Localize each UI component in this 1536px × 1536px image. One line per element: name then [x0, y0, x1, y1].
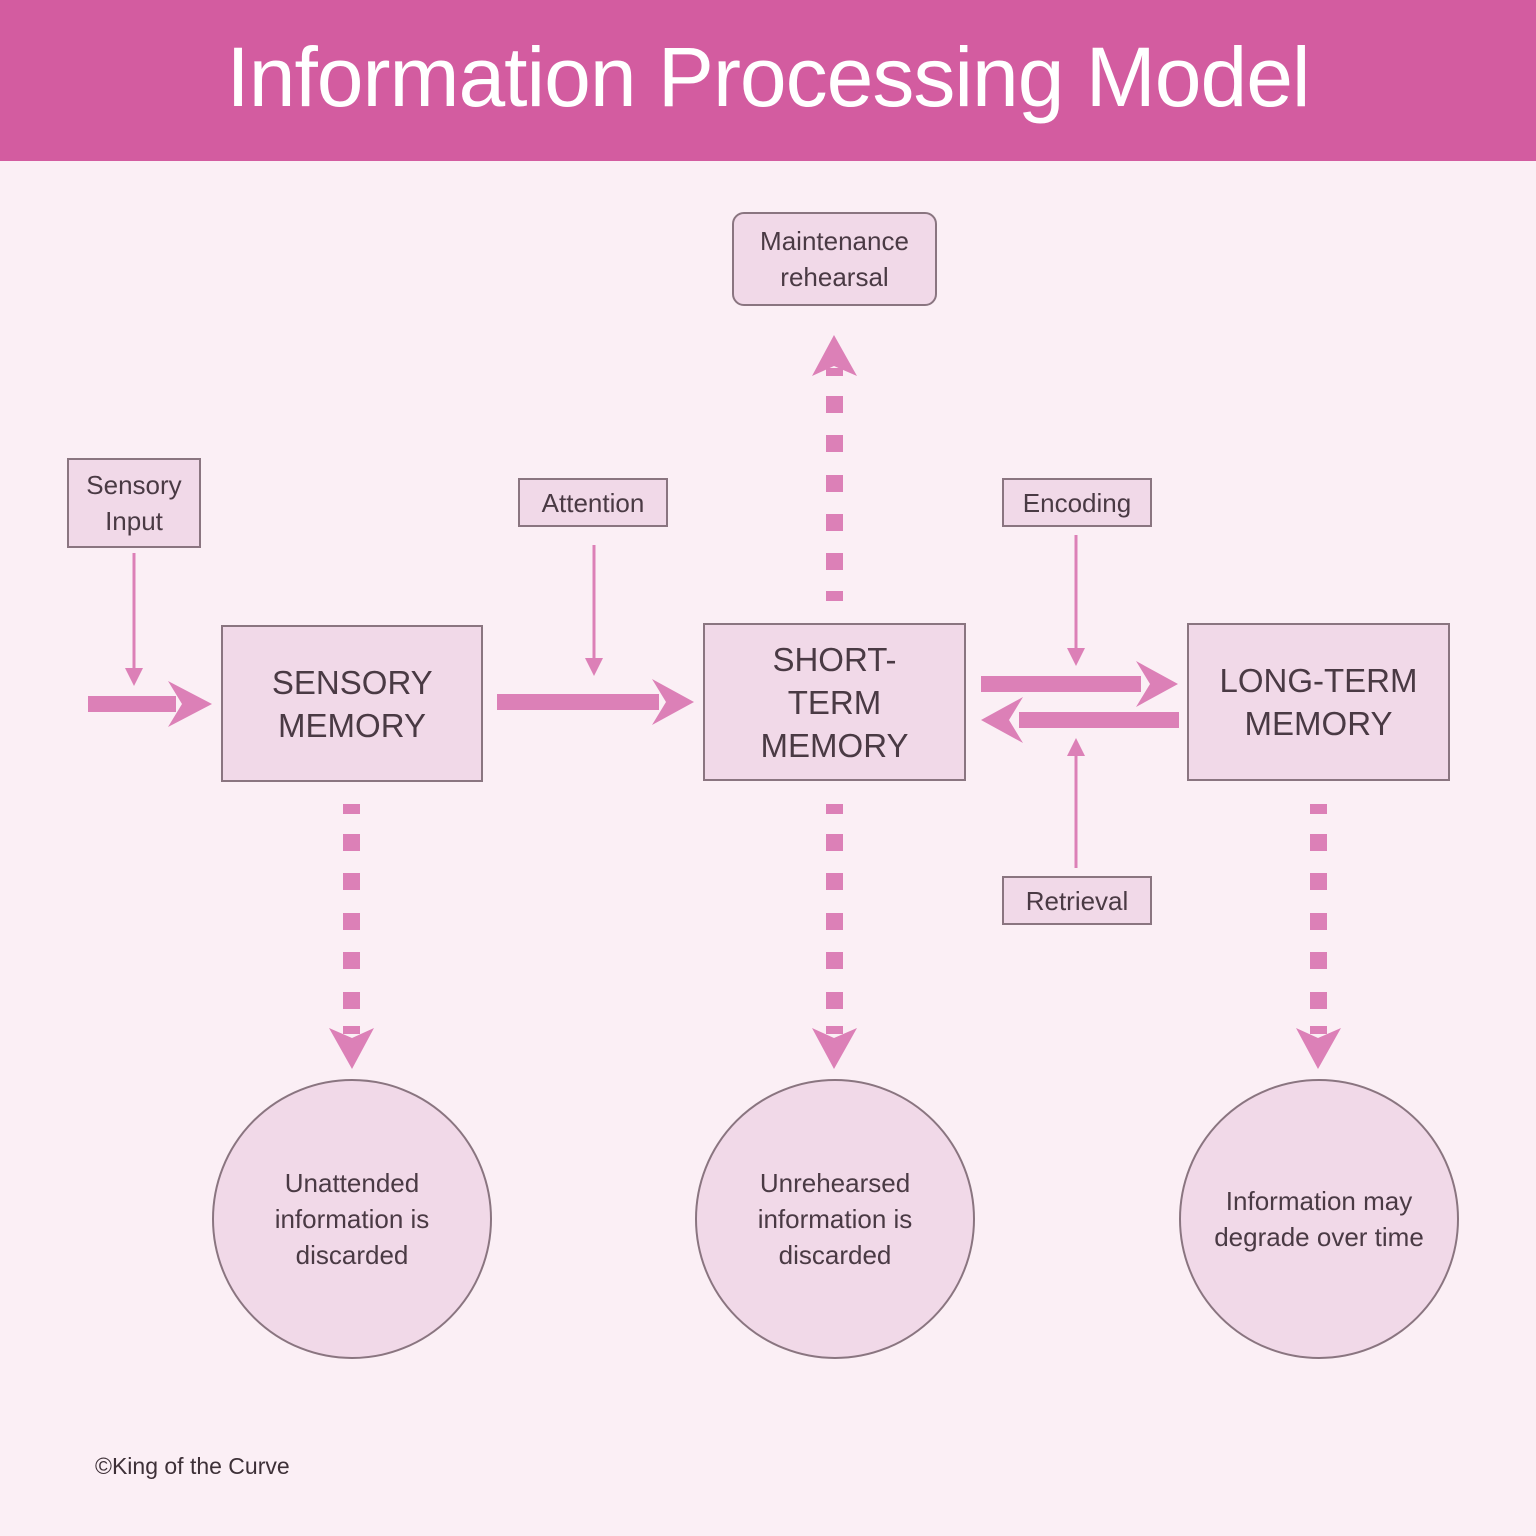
sensory-decay-dash [343, 873, 360, 890]
long-term-decay-dash [1310, 1026, 1327, 1034]
long-term-outcome-circle: Information may degrade over time [1179, 1079, 1459, 1359]
sensory-memory-box: SENSORY MEMORY [221, 625, 483, 782]
long-term-decay-arrow-head [1296, 1028, 1341, 1069]
encoding-pointer-head [1067, 648, 1085, 666]
maintenance-rehearsal-label: Maintenance rehearsal [732, 212, 937, 306]
short-term-decay-dash [826, 804, 843, 814]
encoding-label: Encoding [1002, 478, 1152, 527]
short-term-decay-arrow-head [812, 1028, 857, 1069]
transfer-arrow-shaft [497, 694, 659, 710]
rehearsal-dash [826, 553, 843, 570]
rehearsal-dash [826, 368, 843, 376]
sensory-decay-dash [343, 913, 360, 930]
rehearsal-dash [826, 435, 843, 452]
long-term-decay-dash [1310, 873, 1327, 890]
rehearsal-dash [826, 396, 843, 413]
long-term-decay-dash [1310, 952, 1327, 969]
attention-pointer-head [585, 658, 603, 676]
sensory-decay-dash [343, 804, 360, 814]
long-term-decay-dash [1310, 834, 1327, 851]
page-title: Information Processing Model [226, 30, 1310, 124]
short-term-decay-dash [826, 873, 843, 890]
retrieval-arrow-head [981, 697, 1023, 743]
sensory-decay-dash [343, 834, 360, 851]
short-term-memory-box: SHORT-TERM MEMORY [703, 623, 966, 781]
short-term-outcome-circle: Unrehearsed information is discarded [695, 1079, 975, 1359]
long-term-decay-dash [1310, 913, 1327, 930]
rehearsal-dash [826, 475, 843, 492]
rehearsal-arrow-head [812, 335, 857, 376]
title-banner: Information Processing Model [0, 0, 1536, 161]
input-arrow-head [168, 681, 212, 727]
sensory-decay-dash [343, 1026, 360, 1034]
sensory-decay-arrow-head [329, 1028, 374, 1069]
encoding-arrow-head [1136, 661, 1178, 707]
short-term-decay-dash [826, 834, 843, 851]
long-term-decay-dash [1310, 992, 1327, 1009]
long-term-memory-box: LONG-TERM MEMORY [1187, 623, 1450, 781]
long-term-decay-dash [1310, 804, 1327, 814]
sensory-input-label: Sensory Input [67, 458, 201, 548]
copyright-notice: ©King of the Curve [95, 1453, 290, 1479]
short-term-decay-dash [826, 1026, 843, 1034]
short-term-decay-dash [826, 913, 843, 930]
transfer-arrow-head [652, 679, 694, 725]
encoding-arrow-shaft [981, 676, 1141, 692]
sensory-input-pointer-head [125, 668, 143, 686]
sensory-decay-dash [343, 992, 360, 1009]
short-term-decay-dash [826, 952, 843, 969]
attention-label: Attention [518, 478, 668, 527]
rehearsal-dash [826, 514, 843, 531]
sensory-decay-dash [343, 952, 360, 969]
retrieval-arrow-shaft [1019, 712, 1179, 728]
retrieval-pointer-head [1067, 738, 1085, 756]
sensory-outcome-circle: Unattended information is discarded [212, 1079, 492, 1359]
rehearsal-dash [826, 591, 843, 601]
input-arrow-shaft [88, 696, 176, 712]
short-term-decay-dash [826, 992, 843, 1009]
retrieval-label: Retrieval [1002, 876, 1152, 925]
